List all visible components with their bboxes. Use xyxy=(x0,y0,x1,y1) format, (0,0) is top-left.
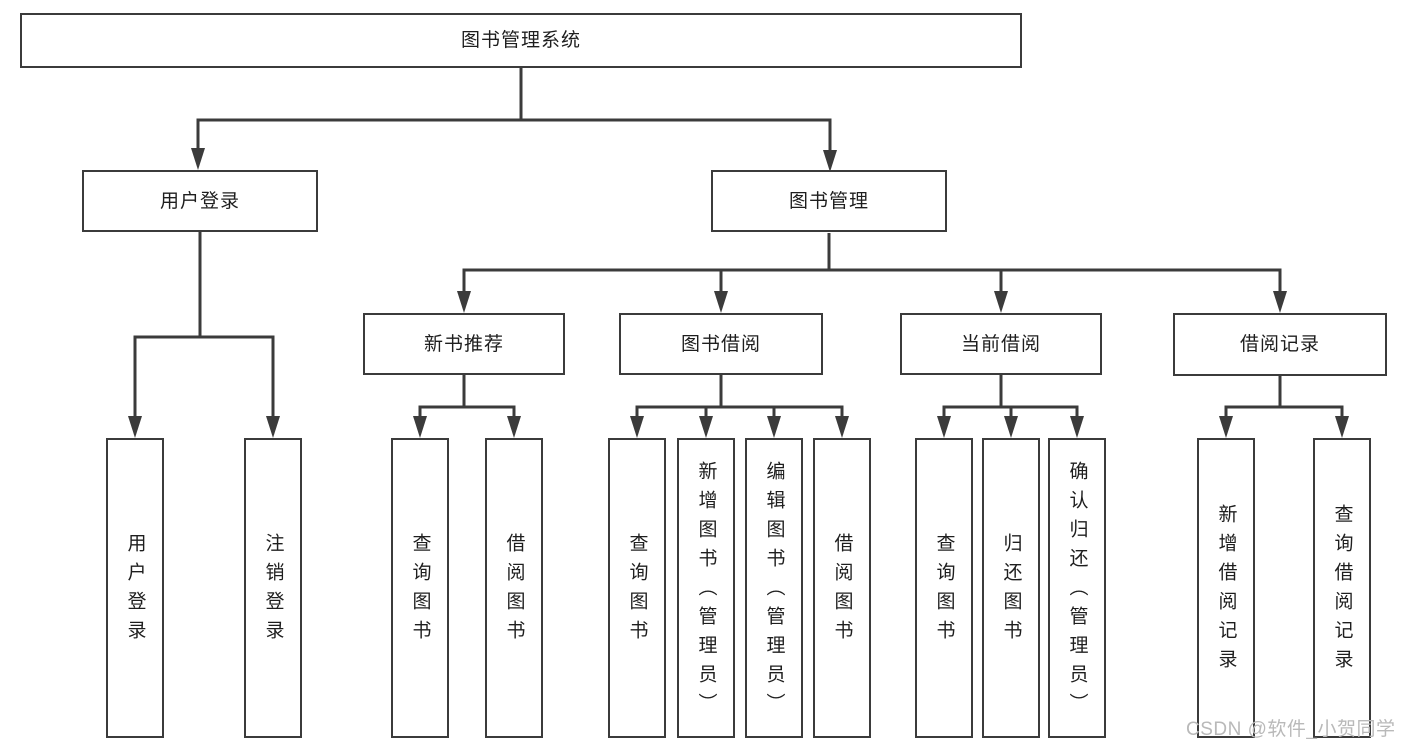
leaf-confirm-return-admin: 确认归还（管理员） xyxy=(1048,438,1106,738)
node-borrow-record: 借阅记录 xyxy=(1173,313,1387,376)
leaf-query-book-recommend: 查询图书 xyxy=(391,438,449,738)
node-current-borrow: 当前借阅 xyxy=(900,313,1102,375)
node-book-management: 图书管理 xyxy=(711,170,947,232)
connector-user-login-children xyxy=(133,232,275,419)
leaf-user-login: 用户登录 xyxy=(106,438,164,738)
leaf-add-borrow-record: 新增借阅记录 xyxy=(1197,438,1255,738)
connector-book-borrow-children xyxy=(635,375,844,419)
leaf-query-borrow-record: 查询借阅记录 xyxy=(1313,438,1371,738)
leaf-logout: 注销登录 xyxy=(244,438,302,738)
leaf-return-book: 归还图书 xyxy=(982,438,1040,738)
node-user-login: 用户登录 xyxy=(82,170,318,232)
leaf-query-book-borrow: 查询图书 xyxy=(608,438,666,738)
node-new-book-recommend: 新书推荐 xyxy=(363,313,565,375)
connector-new-book-children xyxy=(418,375,516,419)
connector-current-borrow-children xyxy=(942,375,1079,419)
csdn-watermark: CSDN @软件_小贺同学 xyxy=(1186,719,1396,740)
leaf-edit-book-admin: 编辑图书（管理员） xyxy=(745,438,803,738)
connector-book-mgmt-children xyxy=(462,233,1282,293)
node-book-borrow: 图书借阅 xyxy=(619,313,823,375)
connector-borrow-record-children xyxy=(1224,375,1344,419)
leaf-query-book-current: 查询图书 xyxy=(915,438,973,738)
connector-root-to-level1 xyxy=(196,68,832,152)
node-library-system-root: 图书管理系统 xyxy=(20,13,1022,68)
leaf-borrow-book: 借阅图书 xyxy=(813,438,871,738)
leaf-borrow-book-recommend: 借阅图书 xyxy=(485,438,543,738)
leaf-add-book-admin: 新增图书（管理员） xyxy=(677,438,735,738)
